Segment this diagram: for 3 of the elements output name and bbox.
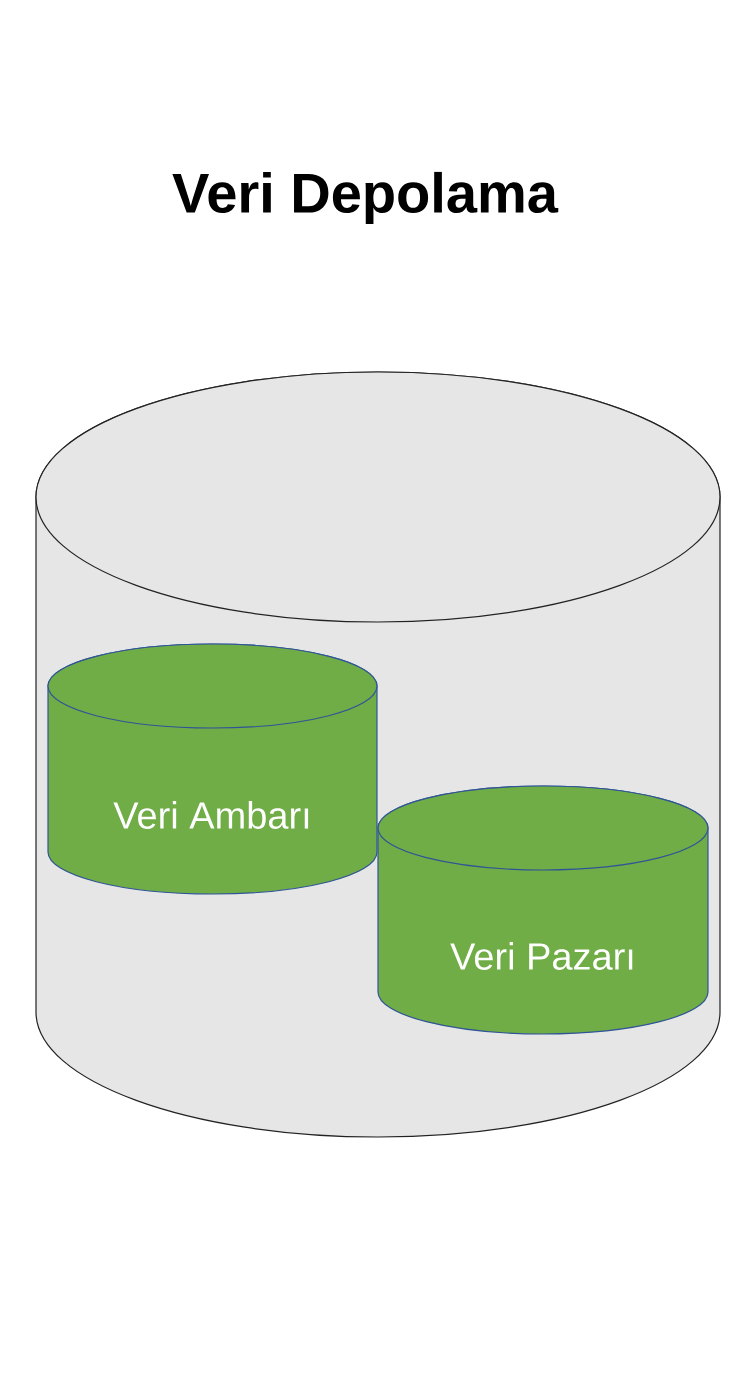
title: Veri Depolama bbox=[172, 171, 559, 225]
database-cylinder: Veri Ambarı bbox=[47, 643, 378, 895]
database-cylinder: Veri Pazarı bbox=[377, 785, 709, 1035]
